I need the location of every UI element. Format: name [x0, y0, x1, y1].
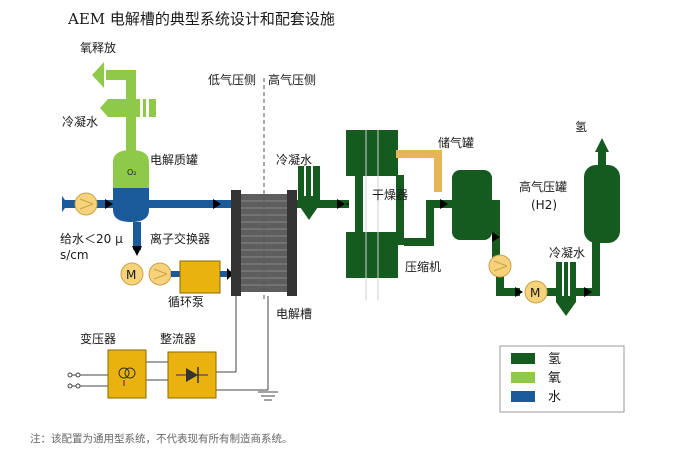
- footnote: 注：该配置为通用型系统，不代表现有所有制造商系统。: [30, 432, 293, 445]
- flow-arrow-ion-to-stack: [227, 268, 233, 280]
- electrolyte-tank: O₂: [113, 150, 149, 222]
- flow-arrow-into-tank: [105, 199, 113, 209]
- high-pressure-side-label: 高气压侧: [268, 72, 316, 87]
- legend-label-hydrogen: 氢: [548, 352, 561, 367]
- oxygen-release-label: 氧释放: [80, 40, 116, 55]
- hydrogen-motor: M: [524, 280, 548, 304]
- high-pressure-tank-label-line2: (H2): [531, 198, 557, 212]
- storage-tank-label: 储气罐: [438, 135, 474, 150]
- page-title: AEM 电解槽的典型系统设计和配套设施: [67, 10, 335, 28]
- motor: M: [120, 262, 144, 286]
- low-pressure-side-label: 低气压侧: [208, 72, 256, 87]
- ion-exchanger: [179, 260, 221, 294]
- condenser-water-left-label: 冷凝水: [62, 114, 98, 129]
- storage-tank: [452, 170, 492, 240]
- flow-arrow-to-dryer: [337, 199, 345, 209]
- input-terminals: [67, 372, 81, 389]
- condenser-water-right-label: 冷凝水: [549, 245, 585, 260]
- flow-arrow-into-stack: [213, 199, 221, 209]
- legend-label-water: 水: [548, 390, 561, 405]
- motor-m-label: M: [126, 268, 136, 282]
- feed-water-label-line1: 给水＜20 μ: [60, 232, 123, 246]
- legend-swatch-water: [511, 391, 535, 402]
- high-pressure-tank-label-line1: 高气压罐: [519, 179, 567, 194]
- hydrogen-pump: [488, 254, 512, 278]
- circulation-pump: [148, 262, 172, 286]
- feed-water-pump: [74, 192, 98, 216]
- hydrogen-condenser-right: [556, 262, 576, 316]
- compressor-label: 压缩机: [405, 259, 441, 274]
- transformer: [107, 349, 147, 399]
- legend-label-oxygen: 氧: [548, 371, 561, 386]
- hydrogen-motor-m: M: [530, 286, 540, 300]
- legend-swatch-hydrogen: [511, 353, 535, 364]
- hydrogen-out-label: 氢: [575, 119, 587, 134]
- dryer-bypass-pipe: [396, 150, 442, 192]
- flow-arrow-to-storage: [440, 199, 448, 209]
- flow-arrow-down-to-pump: [132, 246, 142, 256]
- legend-swatch-oxygen: [511, 372, 535, 383]
- flow-arrow-to-motor: [515, 287, 523, 297]
- power-wires: [70, 296, 269, 391]
- dryer-top: [346, 130, 398, 176]
- feed-water-label-line2: s/cm: [60, 248, 89, 262]
- rectifier-label: 整流器: [160, 331, 196, 346]
- oxygen-condenser: [100, 97, 156, 119]
- electrolyzer-label: 电解槽: [276, 307, 312, 321]
- water-link: [171, 271, 180, 277]
- dryer-bottom: [346, 232, 398, 278]
- condenser-water-mid-label: 冷凝水: [276, 152, 312, 167]
- electrolyte-tank-label: 电解质罐: [150, 153, 198, 167]
- water-link-to-stack: [220, 271, 232, 277]
- o2-mark: O₂: [127, 168, 137, 177]
- dryer-label: 干燥器: [372, 188, 408, 202]
- ion-exchanger-label: 离子交换器: [150, 231, 210, 246]
- flow-arrow-to-hp-tank: [584, 287, 592, 297]
- circulation-pump-label: 循环泵: [168, 295, 204, 309]
- ground-symbol: [258, 391, 278, 401]
- high-pressure-tank: [584, 165, 620, 243]
- legend: 氢 氧 水: [499, 345, 625, 413]
- rectifier: [167, 351, 217, 399]
- flow-arrow-from-storage: [492, 232, 500, 242]
- transformer-label: 变压器: [80, 331, 116, 346]
- hydrogen-condenser-mid: [298, 166, 320, 220]
